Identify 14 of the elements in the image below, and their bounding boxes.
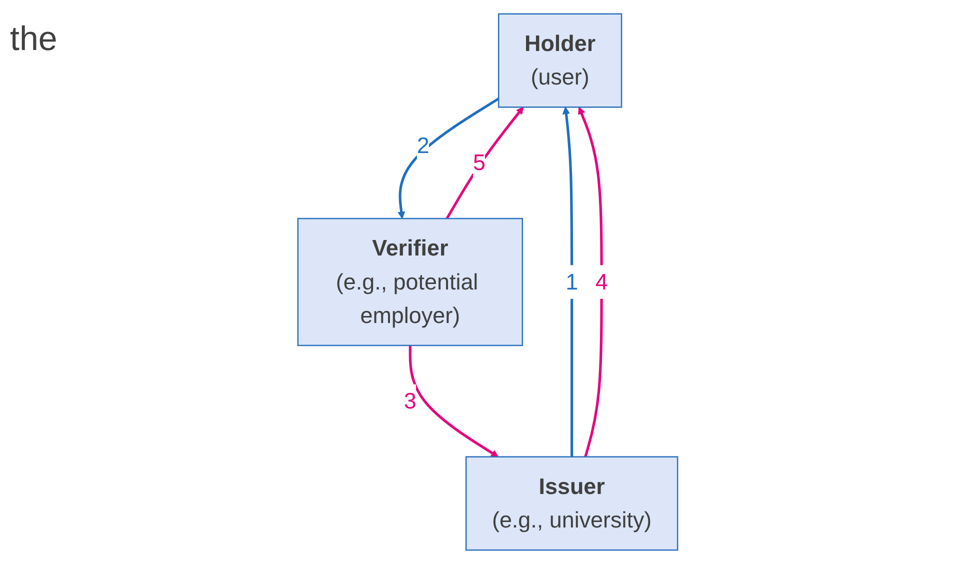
edge-label: 3 bbox=[404, 388, 417, 414]
note-text: the bbox=[10, 20, 58, 59]
arrow bbox=[446, 106, 524, 220]
arrow bbox=[578, 106, 604, 458]
edge-label: 2 bbox=[417, 132, 430, 158]
node-box: Verifier (e.g., potential employer) bbox=[298, 218, 524, 346]
node-box: Holder (user) bbox=[498, 13, 622, 108]
arrow bbox=[409, 345, 499, 458]
arrow bbox=[562, 106, 574, 457]
node-box: Issuer (e.g., university) bbox=[466, 456, 678, 551]
arrow bbox=[398, 98, 500, 219]
edge-label: 4 bbox=[596, 268, 608, 295]
edge-label: 1 bbox=[566, 268, 578, 295]
edge-label: 5 bbox=[473, 149, 486, 176]
